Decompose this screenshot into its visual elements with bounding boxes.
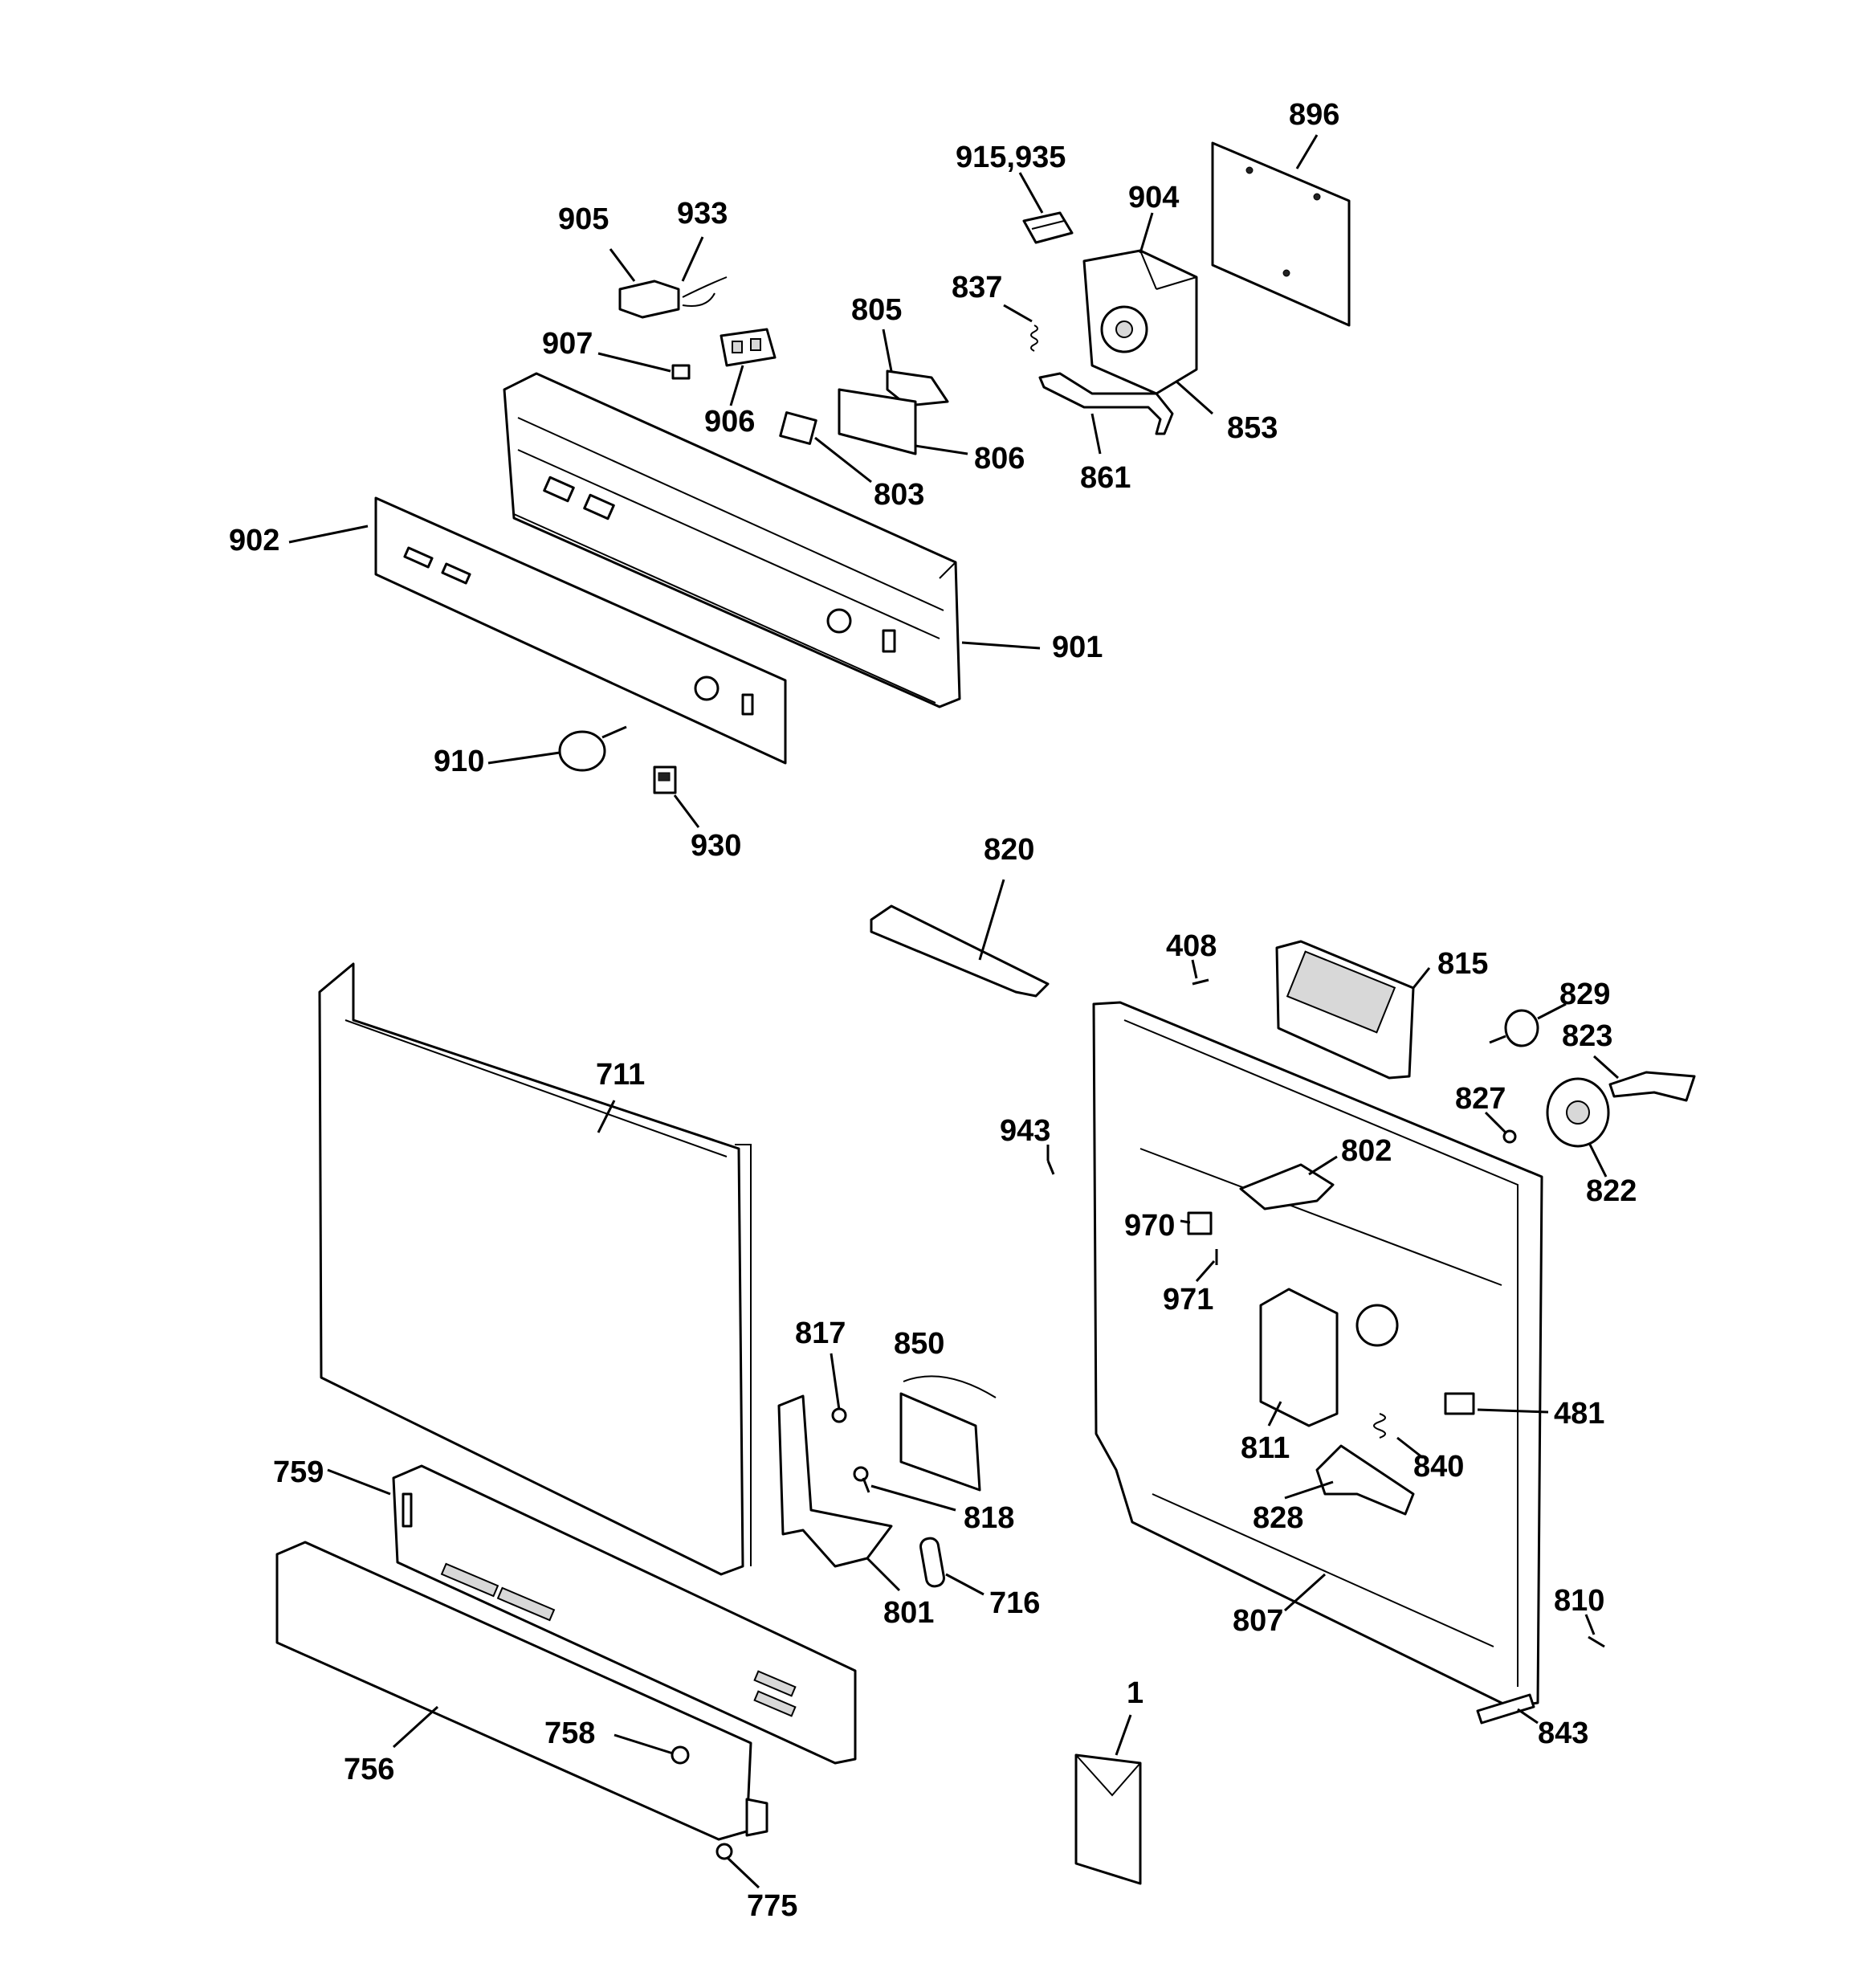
label-906: 906 [704,405,755,439]
label-775: 775 [747,1889,797,1923]
label-837: 837 [952,271,1002,304]
part-labels: 896 915,935 904 905 933 837 805 907 906 … [229,98,1637,1923]
part-910-knob [558,725,627,772]
label-823: 823 [1562,1019,1612,1053]
part-861-linkage [1038,372,1174,435]
part-930-switch [653,765,677,794]
part-840-spring [1373,1413,1386,1439]
label-802: 802 [1341,1134,1392,1168]
label-807: 807 [1233,1604,1283,1638]
part-843-strip [1476,1693,1535,1725]
label-408: 408 [1166,929,1217,963]
label-896: 896 [1289,98,1339,132]
part-904-timer [1082,249,1198,395]
label-803: 803 [874,478,924,512]
label-817: 817 [795,1316,846,1350]
part-818-screw [853,1466,870,1493]
label-829: 829 [1559,978,1610,1011]
label-820: 820 [984,833,1034,867]
part-817-screw [831,1407,847,1423]
part-828-lever [1315,1444,1415,1516]
label-861: 861 [1080,461,1131,495]
part-759-bracket [392,1464,857,1765]
part-756-kickplate [275,1541,768,1841]
label-971: 971 [1163,1283,1213,1316]
label-901: 901 [1052,631,1103,664]
label-815: 815 [1437,947,1488,981]
part-906-switch [720,328,777,367]
label-758: 758 [544,1717,595,1750]
part-803-resistor [779,411,817,445]
part-1-envelope [1074,1753,1142,1885]
label-822: 822 [1586,1174,1637,1208]
label-805: 805 [851,293,902,327]
part-716-bumper [919,1537,945,1588]
part-905-switch [618,276,728,319]
part-810-screw [1588,1635,1605,1648]
label-811: 811 [1241,1431,1290,1465]
label-810: 810 [1554,1584,1604,1618]
label-806: 806 [974,442,1025,476]
part-943-screw [1046,1160,1055,1175]
part-802-latch [1239,1163,1335,1210]
part-850-plate [899,1375,997,1492]
part-711-outer-door [318,962,752,1576]
label-481: 481 [1554,1397,1604,1431]
part-408-screw [1192,978,1209,986]
label-930: 930 [691,829,741,863]
part-902-nameplate [374,496,787,765]
label-1: 1 [1127,1676,1143,1710]
part-896-panel [1211,141,1351,327]
part-837-spring [1030,325,1038,352]
label-711: 711 [596,1058,645,1092]
part-815-vent [1275,940,1415,1080]
label-850: 850 [894,1327,944,1361]
label-759: 759 [273,1455,324,1489]
part-901-console [503,372,961,708]
label-840: 840 [1413,1450,1464,1484]
part-970-knob [1187,1211,1213,1235]
part-829-dial [1489,1009,1539,1047]
label-902: 902 [229,524,279,557]
part-820-handle [870,904,1050,998]
label-818: 818 [964,1501,1014,1535]
part-827-screw [1502,1129,1517,1144]
part-481-label [1444,1392,1475,1415]
label-970: 970 [1124,1209,1175,1243]
label-933: 933 [677,197,728,231]
label-801: 801 [883,1596,934,1630]
label-907: 907 [542,327,593,361]
part-915-connector [1022,211,1074,244]
part-806-board [838,388,917,455]
leader-lines [288,134,1620,1889]
part-805-bracket [886,369,949,407]
label-910: 910 [434,745,484,778]
label-915-935: 915,935 [956,141,1066,174]
label-943: 943 [1000,1114,1050,1148]
label-853: 853 [1227,411,1278,445]
label-827: 827 [1455,1082,1506,1116]
label-756: 756 [344,1753,394,1786]
part-775-screw [715,1843,733,1860]
part-822-dial [1546,1077,1610,1148]
part-811-dispenser [1259,1288,1399,1427]
part-907-clip [671,364,691,380]
part-758-screw [671,1745,690,1765]
label-905: 905 [558,202,609,236]
label-843: 843 [1538,1717,1588,1750]
label-716: 716 [989,1586,1040,1620]
label-904: 904 [1128,181,1179,214]
label-828: 828 [1253,1501,1303,1535]
part-823-lever [1608,1071,1696,1102]
